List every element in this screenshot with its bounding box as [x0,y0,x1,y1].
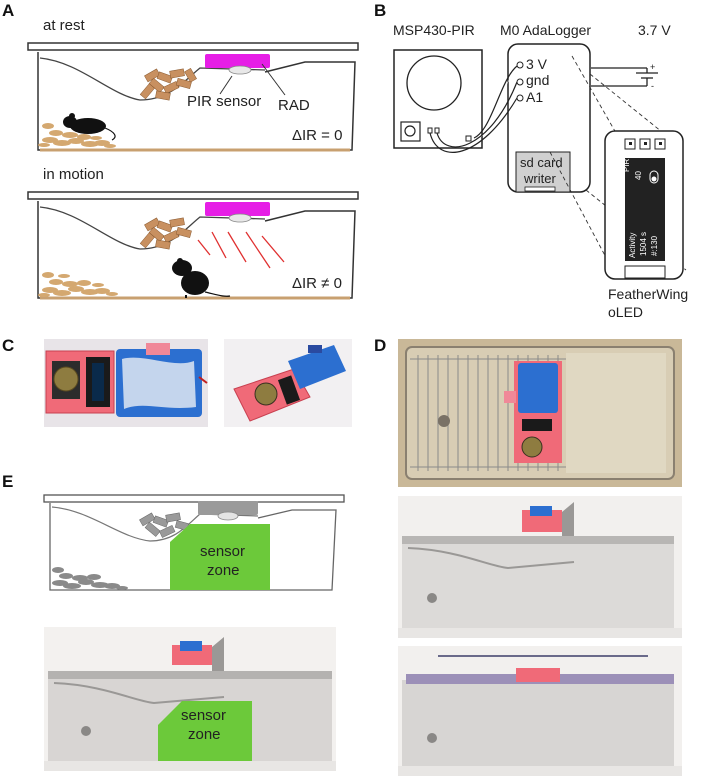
pir-dome-bottom [228,213,252,223]
delta-ir-rest: ΔIR = 0 [292,127,343,144]
rad-sensor-top [205,54,270,68]
delta-ir-motion: ΔIR ≠ 0 [292,275,342,292]
label-pir-sensor: PIR sensor [187,93,262,110]
mouse-at-rest [63,113,116,141]
sensor-zone-label-1: sensor [200,543,246,560]
food-pellets-top [139,67,197,101]
panel-letter-a: A [2,1,15,20]
sensor-zone-photo [158,701,252,765]
rad-sensor-bottom [205,202,270,216]
sd-card-label-2: writer [524,171,556,186]
panel-letter-e: E [2,472,14,491]
photo-zone-label-2: zone [188,726,221,743]
ir-rays [197,231,285,269]
svg-text:-: - [651,81,654,91]
food-pellets-e [139,512,189,538]
caption-at-rest: at rest [43,17,85,34]
panel-letter-b: B [374,1,387,20]
photo-zone-label-1: sensor [181,707,227,724]
photo-device-angle [224,339,352,427]
label-voltage: 3.7 V [638,22,671,38]
bedding-e [52,567,128,590]
panel-letter-d: D [374,336,387,355]
caption-in-motion: in motion [43,166,104,183]
label-oled: oLED [608,304,644,320]
label-featherwing: FeatherWing [608,286,689,302]
sensor-zone-label-2: zone [207,562,240,579]
pin-3v: 3 V [526,56,548,72]
photo-cage-top-view [398,339,682,487]
sensor-zone-diagram [170,524,270,590]
mouse-in-motion [172,258,231,298]
pir-lens [406,55,462,111]
pin-gnd: gnd [526,72,550,88]
bedding-top [38,123,116,148]
panel-letter-c: C [2,336,15,355]
label-m0-adalogger: M0 AdaLogger [500,22,592,38]
label-rad: RAD [278,97,310,114]
label-msp430-pir: MSP430-PIR [393,22,475,38]
cage-at-rest [27,42,359,152]
bedding-bottom [38,272,118,297]
photo-cage-sensor-zone [44,627,336,771]
pin-a1: A1 [526,89,544,105]
sd-card-label-1: sd card [520,155,563,170]
battery-symbol [591,67,658,87]
photo-cage-side-lid [398,646,682,776]
svg-text:+: + [650,62,655,72]
food-pellets-bottom [139,217,192,250]
photo-device-top [44,339,208,427]
photo-cage-side-view [398,496,682,638]
sensor-box-e [198,501,258,515]
pir-dome-top [228,65,252,75]
cage-in-motion [27,191,359,300]
